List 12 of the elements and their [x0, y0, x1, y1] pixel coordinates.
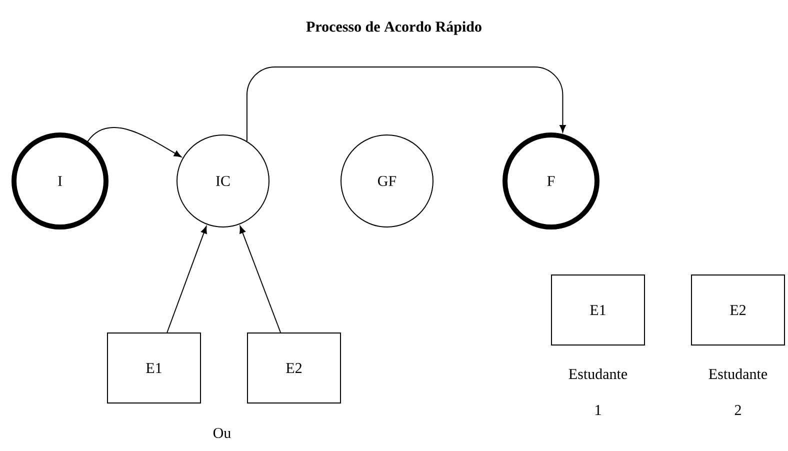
student-box: E2	[691, 274, 785, 346]
label: Ou	[213, 428, 231, 438]
student-caption: Estudante 2	[708, 368, 768, 415]
arrow	[87, 127, 182, 158]
student-box: E1	[107, 332, 201, 404]
arrow	[240, 226, 282, 333]
title: Processo de Acordo Rápido	[306, 21, 482, 35]
student-box: E1	[551, 274, 645, 346]
student-caption: Estudante 1	[568, 368, 628, 415]
student-box: E2	[247, 332, 341, 404]
arrow	[246, 66, 566, 142]
arrow	[166, 226, 207, 333]
